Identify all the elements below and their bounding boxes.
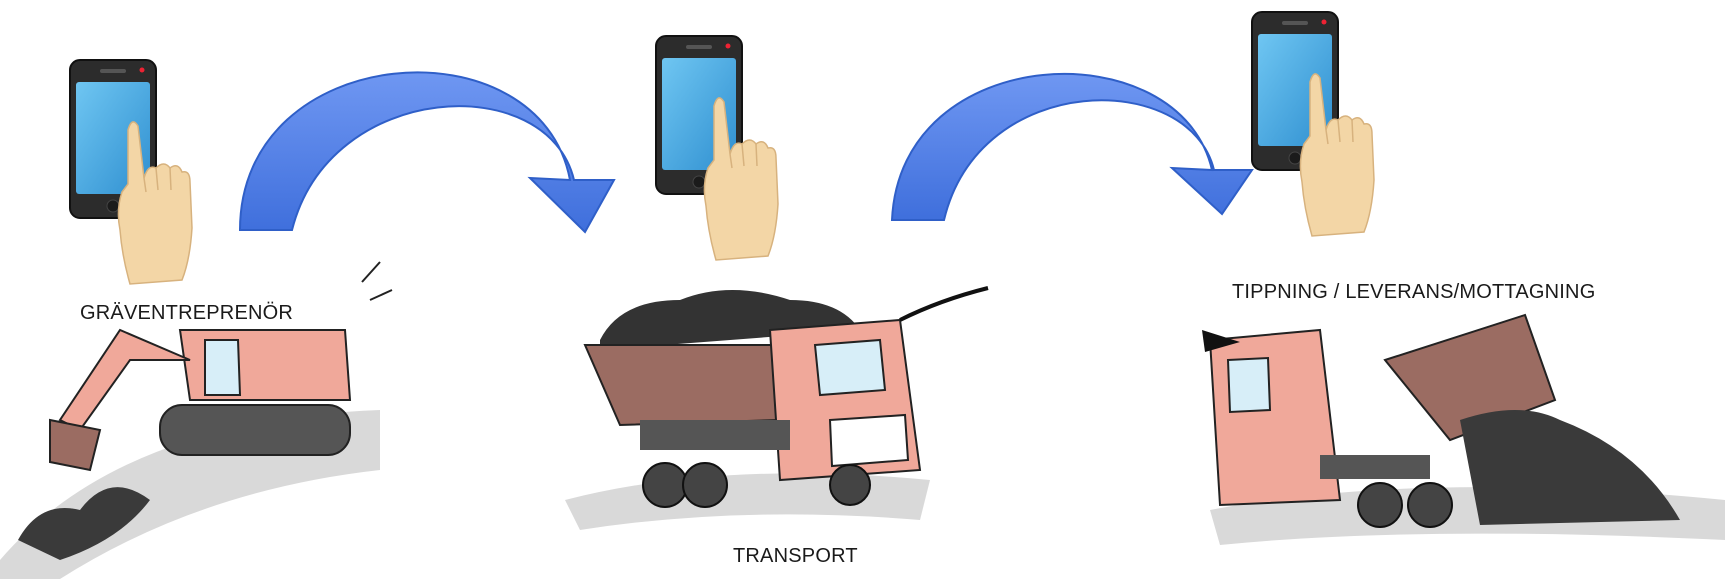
curved-arrow-icon xyxy=(240,72,614,232)
stage-label-graventreprenor: GRÄVENTREPRENÖR xyxy=(80,302,293,325)
stage-label-transport: TRANSPORT xyxy=(733,545,858,568)
tipping-truck-icon xyxy=(1202,315,1725,545)
curved-arrow-icon xyxy=(892,74,1252,220)
dump-truck-icon xyxy=(565,288,988,530)
stage-label-tippning: TIPPNING / LEVERANS/MOTTAGNING xyxy=(1232,281,1595,304)
smartphone-tap-icon xyxy=(656,36,778,260)
smartphone-tap-icon xyxy=(70,60,192,284)
smartphone-tap-icon xyxy=(1252,12,1374,236)
